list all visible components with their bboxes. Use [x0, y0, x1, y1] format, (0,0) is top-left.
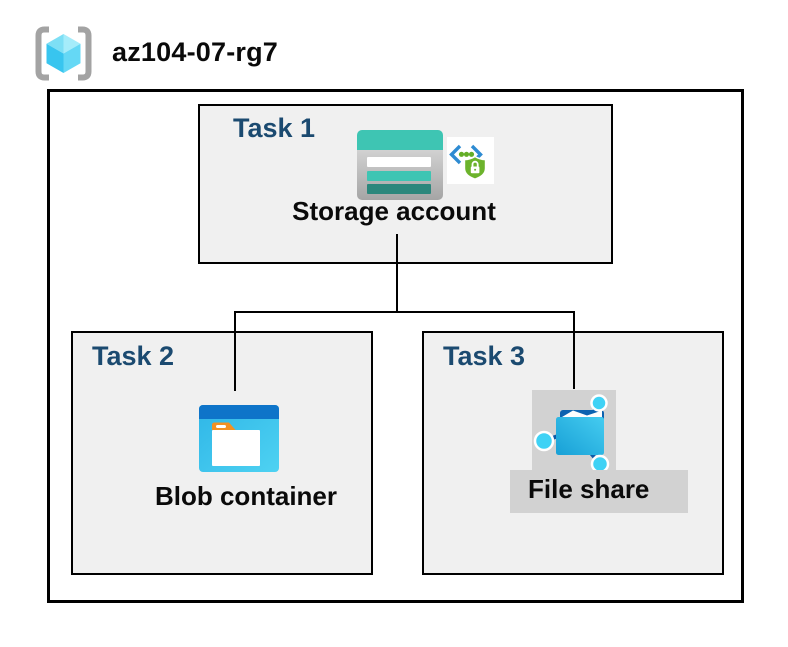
file-share-caption-highlight: File share	[510, 470, 688, 513]
connector-branch-horizontal	[234, 311, 575, 313]
resource-group-icon	[35, 26, 92, 81]
task1-label: Task 1	[233, 113, 316, 143]
file-share-icon-highlight	[532, 390, 616, 474]
connector-storage-stem	[396, 234, 398, 313]
sas-security-icon	[447, 137, 494, 184]
connector-to-file-share	[573, 311, 575, 389]
storage-account-icon	[357, 130, 443, 200]
resource-group-boundary	[47, 89, 744, 603]
resource-group-name: az104-07-rg7	[112, 37, 278, 67]
connector-to-blob-container	[234, 311, 236, 391]
cube-top-left-face	[46, 34, 64, 54]
blob-container-caption: Blob container	[154, 481, 337, 511]
blob-container-icon	[199, 405, 279, 472]
folder-body	[212, 430, 260, 466]
task3-label: Task 3	[443, 341, 526, 371]
cube-right-face	[63, 43, 81, 73]
task2-box: Task 2 Blob container	[71, 331, 373, 575]
file-share-icon	[533, 394, 610, 474]
task1-box: Task 1 S	[198, 104, 613, 264]
cube-top-right-face	[63, 34, 81, 54]
right-bracket-icon	[78, 26, 92, 81]
task2-label: Task 2	[92, 341, 175, 371]
cube-left-face	[46, 43, 64, 73]
storage-account-caption: Storage account	[292, 196, 496, 226]
left-bracket-icon	[35, 26, 49, 81]
file-share-caption: File share	[528, 474, 650, 504]
